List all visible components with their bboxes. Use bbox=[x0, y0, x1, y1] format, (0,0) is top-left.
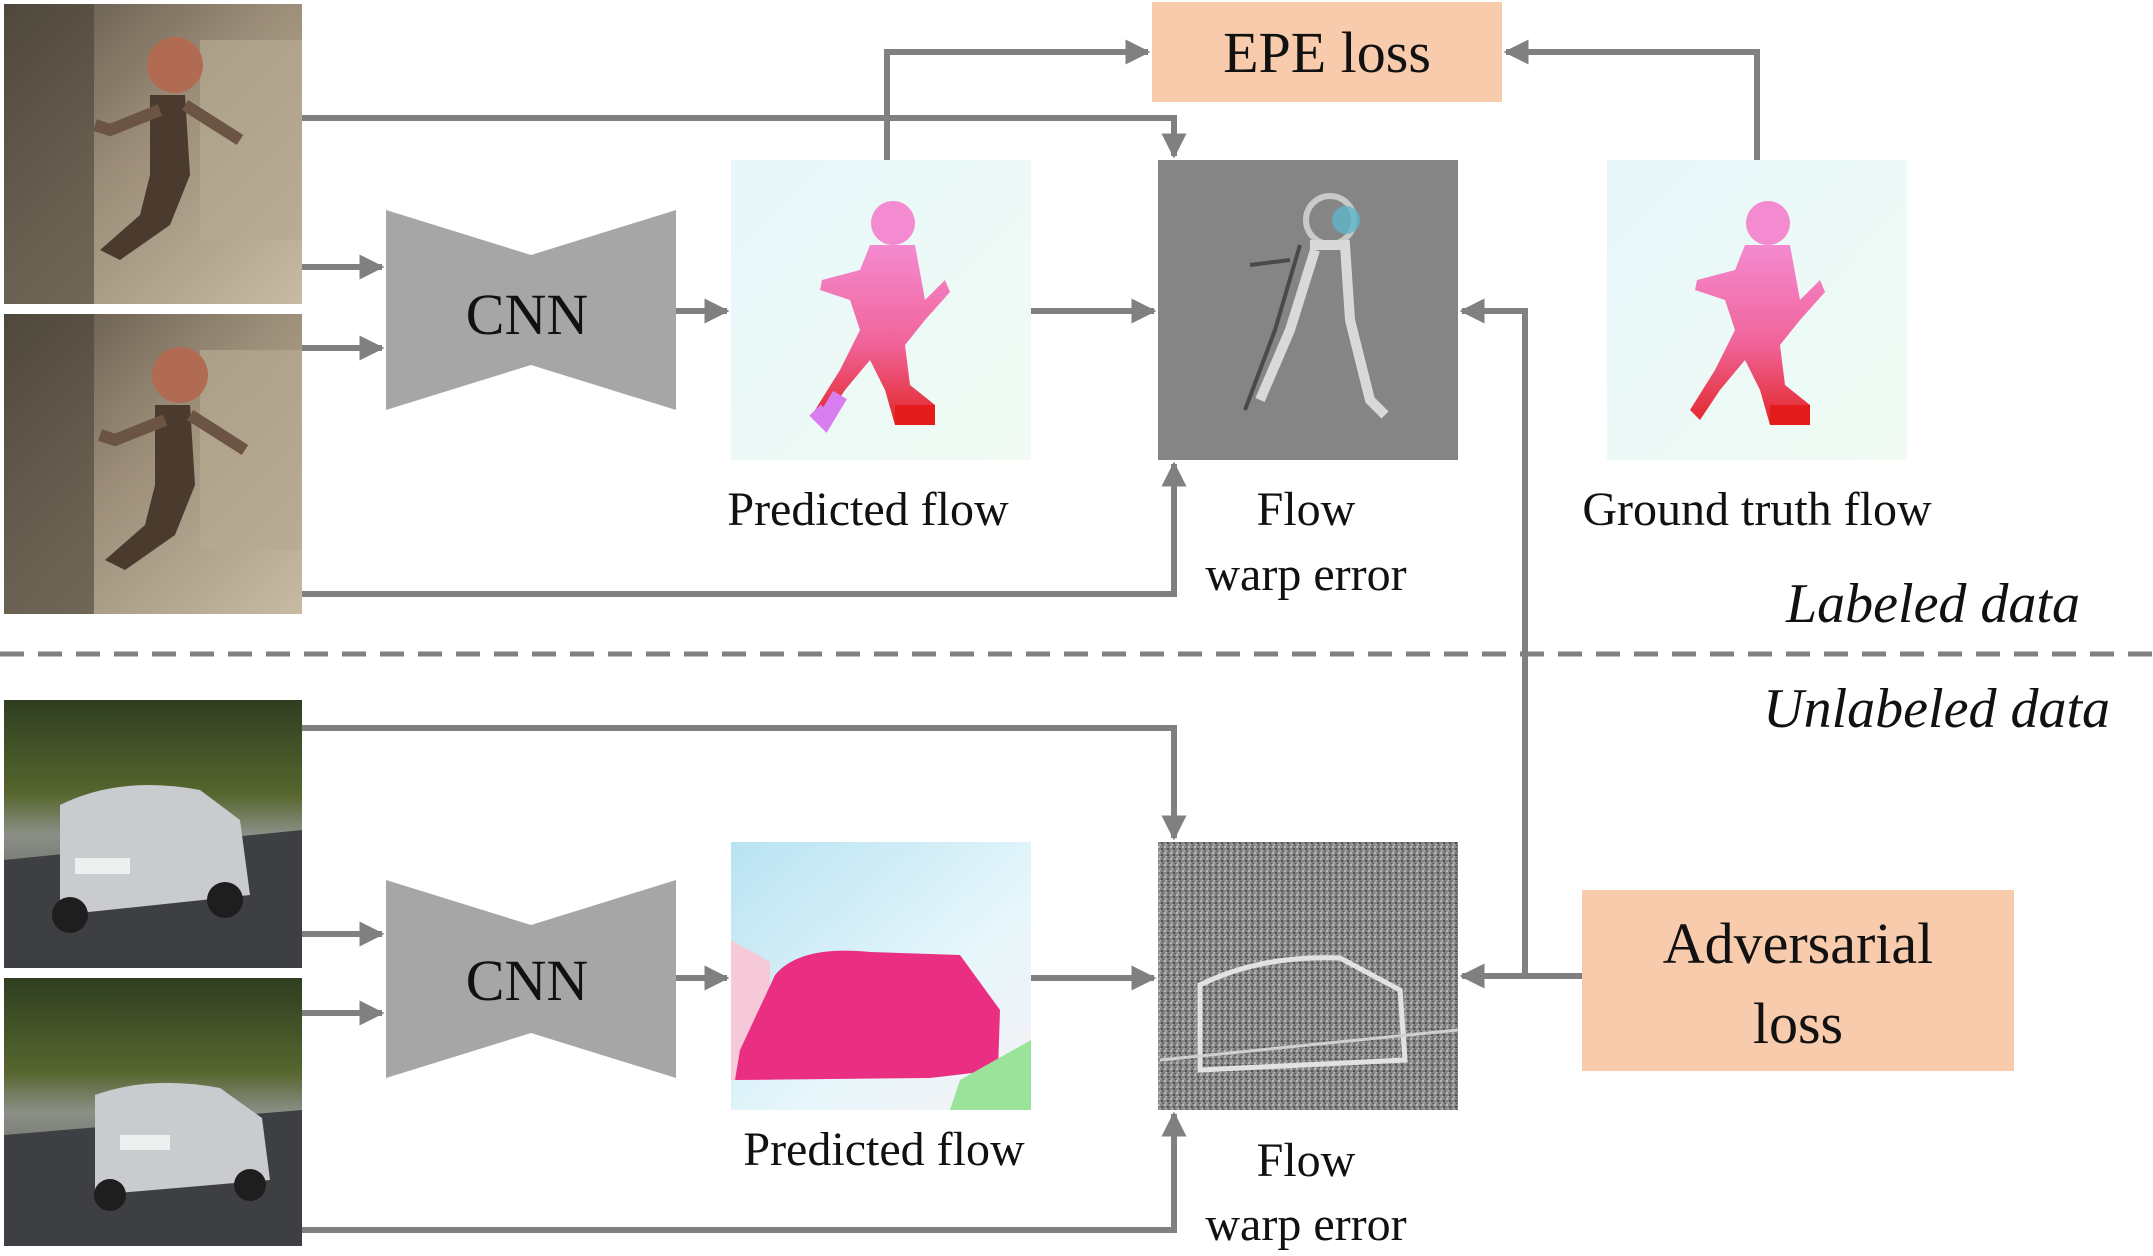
ground-truth-flow-image bbox=[1607, 160, 1907, 460]
arrow-kitti1-to-warp-error bbox=[302, 725, 1187, 841]
predicted-flow-image-top bbox=[731, 160, 1031, 460]
flow-warp-error-image-bottom bbox=[1158, 842, 1459, 1110]
cnn-encoder-decoder-bottom: CNN bbox=[386, 880, 676, 1078]
sintel-frame-2 bbox=[4, 314, 302, 614]
sintel-frame-1 bbox=[4, 4, 302, 304]
flow-warp-error-image-top bbox=[1158, 160, 1458, 460]
predicted-flow-label-bottom: Predicted flow bbox=[743, 1123, 1025, 1176]
adversarial-loss-box: Adversarial loss bbox=[1582, 890, 2014, 1071]
labeled-data-label: Labeled data bbox=[1785, 573, 2080, 635]
unlabeled-data-label: Unlabeled data bbox=[1763, 678, 2110, 740]
predicted-flow-image-bottom bbox=[731, 842, 1031, 1110]
cnn-encoder-decoder-top: CNN bbox=[386, 210, 676, 410]
arrow-adversarial-to-warp-error-top bbox=[1459, 298, 1528, 976]
kitti-frame-1 bbox=[4, 700, 302, 968]
epe-loss-label: EPE loss bbox=[1223, 20, 1431, 85]
ground-truth-flow-label: Ground truth flow bbox=[1582, 483, 1932, 536]
epe-loss-box: EPE loss bbox=[1152, 2, 1502, 102]
arrows-top bbox=[302, 39, 1760, 976]
cnn-label-bottom: CNN bbox=[466, 948, 588, 1013]
arrows-bottom bbox=[302, 725, 1582, 1233]
arrow-ground-truth-to-epe-loss bbox=[1503, 39, 1760, 160]
adversarial-loss-label-line2: loss bbox=[1753, 991, 1843, 1056]
flow-warp-error-label-top-line2: warp error bbox=[1205, 548, 1406, 601]
cnn-label-top: CNN bbox=[466, 282, 588, 347]
flow-warp-error-label-bottom-line1: Flow bbox=[1257, 1134, 1356, 1187]
flow-warp-error-label-bottom-line2: warp error bbox=[1205, 1198, 1406, 1251]
flow-warp-error-label-top-line1: Flow bbox=[1257, 483, 1356, 536]
adversarial-loss-label-line1: Adversarial bbox=[1663, 911, 1934, 976]
arrow-frame2-to-warp-error bbox=[302, 461, 1187, 597]
arrow-kitti2-to-warp-error bbox=[302, 1111, 1187, 1233]
predicted-flow-label-top: Predicted flow bbox=[727, 483, 1009, 536]
kitti-frame-2 bbox=[4, 978, 302, 1246]
arrow-predicted-flow-to-epe-loss bbox=[884, 39, 1151, 160]
arrow-frame1-to-warp-error bbox=[302, 115, 1187, 159]
